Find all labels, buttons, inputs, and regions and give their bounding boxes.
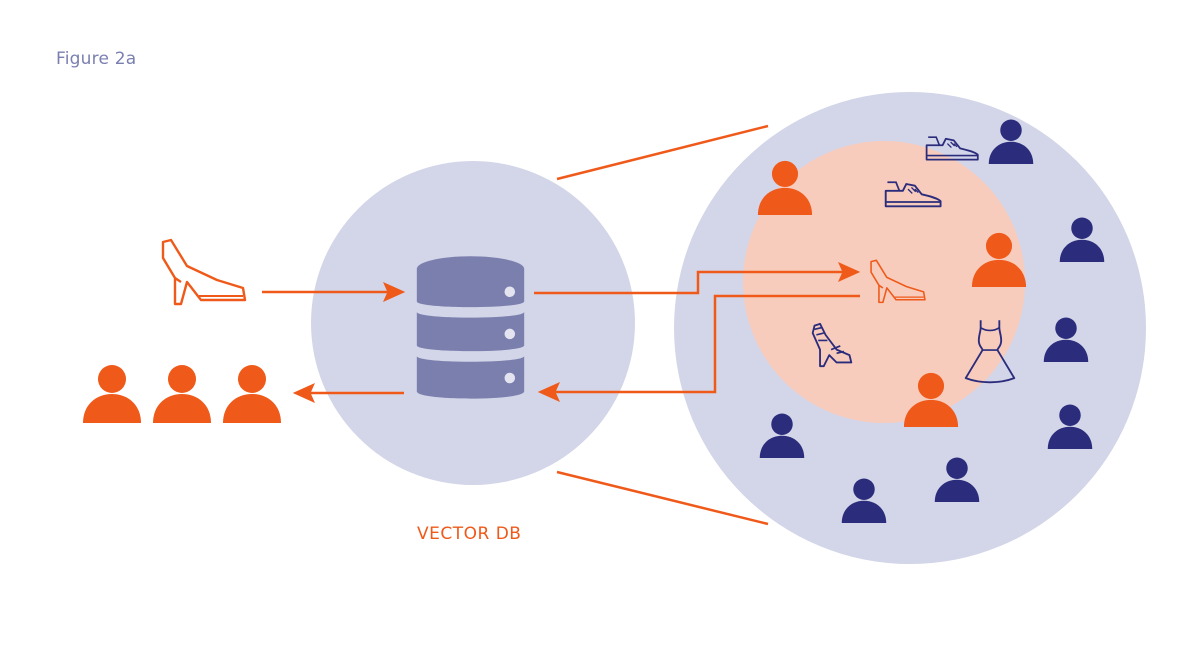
user-icon <box>223 365 281 423</box>
result-users <box>83 365 281 423</box>
zoom-line-bottom <box>556 470 769 526</box>
search-arrow <box>534 262 861 295</box>
query-arrow <box>262 282 406 302</box>
vector-db-caption: VECTOR DB <box>417 524 522 544</box>
results-return-arrow <box>537 294 860 402</box>
zoom-line-top <box>556 124 769 181</box>
user-icon <box>83 365 141 423</box>
user-icon <box>153 365 211 423</box>
similarity-cluster-circle <box>743 141 1025 423</box>
database-icon <box>416 256 525 399</box>
figure-label: Figure 2a <box>56 49 137 69</box>
high-heel-icon <box>161 238 247 306</box>
output-arrow <box>292 383 404 403</box>
